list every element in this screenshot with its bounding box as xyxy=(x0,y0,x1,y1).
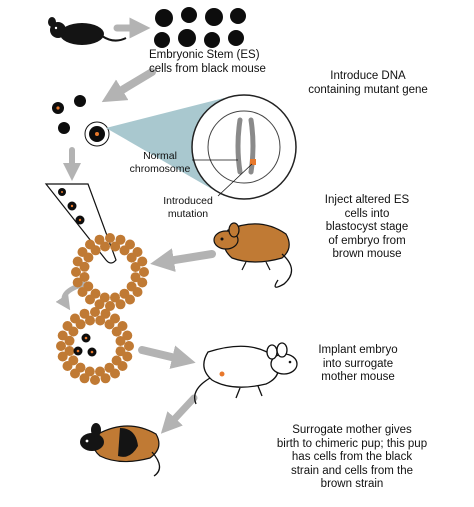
blastocyst-cell xyxy=(130,262,141,272)
blastocyst-cell xyxy=(83,252,94,263)
flow-arrows xyxy=(55,17,216,434)
blastocyst-cell xyxy=(79,308,90,319)
blastocyst-cell xyxy=(56,341,66,351)
blastocyst-cell xyxy=(71,267,81,277)
surrogate-eye xyxy=(288,360,292,364)
implanted-embryo-dot xyxy=(219,371,225,377)
blastocyst-cell xyxy=(90,307,100,317)
es-cells-cluster xyxy=(154,7,246,48)
blastocyst-cell xyxy=(75,362,86,373)
implanted-blastocyst-ring xyxy=(56,307,134,385)
blastocyst-cell xyxy=(83,281,94,292)
black-mouse-top xyxy=(48,17,127,45)
blastocyst-cell xyxy=(139,267,149,277)
blastocyst-cell xyxy=(84,366,95,377)
blastocyst-cell xyxy=(137,256,148,267)
blastocyst-cell xyxy=(122,330,133,341)
blastocyst-cell xyxy=(72,277,83,288)
blastocyst-cell xyxy=(99,292,110,303)
blastocyst-cell xyxy=(79,272,90,282)
blastocyst-cell xyxy=(90,288,101,299)
blastocyst-cell xyxy=(110,241,121,252)
blastocyst-cell xyxy=(79,261,90,272)
blastocyst-cell xyxy=(68,326,79,337)
callout-wedge xyxy=(106,98,224,196)
blastocyst-cell xyxy=(64,346,75,356)
blastocyst-cell xyxy=(95,366,105,377)
blastocyst-cell xyxy=(90,245,101,256)
blastocyst-cell xyxy=(110,292,120,303)
es-cells-label: Embryonic Stem (ES)cells from black mous… xyxy=(149,49,266,75)
blastocyst-cell xyxy=(105,233,115,243)
blastocyst-cell xyxy=(85,315,95,326)
blastocyst-cell xyxy=(75,319,86,330)
blastocyst-cell xyxy=(122,351,133,362)
brown-mouse xyxy=(213,222,293,288)
blastocyst-cell xyxy=(100,241,110,252)
blastocyst-cell xyxy=(130,272,141,283)
blastocyst-cell xyxy=(124,341,134,351)
blastocyst-cell xyxy=(68,355,79,366)
blastocyst-cell xyxy=(105,301,115,311)
surrogate-mouse xyxy=(193,342,298,405)
blastocyst-cell xyxy=(95,315,106,326)
blastocyst-cell xyxy=(94,234,105,245)
introduced-mutation-leader xyxy=(217,163,253,197)
blastocyst-cell xyxy=(57,351,68,362)
blastocyst-cell xyxy=(115,234,126,245)
blastocyst-cell xyxy=(126,281,137,292)
blastocyst-cell xyxy=(137,277,148,288)
blastocyst-cell xyxy=(111,326,122,337)
blastocyst-cell xyxy=(104,362,115,373)
blastocyst-cell xyxy=(100,373,111,384)
chimeric-pup xyxy=(80,423,161,477)
altered-es-cells xyxy=(52,95,110,147)
blastocyst-cell xyxy=(115,299,126,310)
blastocyst-cell xyxy=(115,336,126,346)
blastocyst-cell xyxy=(57,330,68,341)
blastocyst-cell xyxy=(100,308,111,319)
blastocyst-cell xyxy=(72,256,83,267)
blastocyst-ring xyxy=(71,233,149,311)
blastocyst-cell xyxy=(119,288,130,299)
blastocyst-cell xyxy=(94,299,105,310)
blastocyst-cell xyxy=(119,245,130,256)
blastocyst-cell xyxy=(104,319,115,330)
chromosome-callout xyxy=(191,94,297,200)
blastocyst-cell xyxy=(64,335,75,346)
blastocyst-es-cells xyxy=(73,333,97,357)
blastocyst-cell xyxy=(115,346,126,357)
blastocyst-cell xyxy=(126,252,137,263)
blastocyst-cell xyxy=(79,373,90,384)
blastocyst-cell xyxy=(111,355,122,366)
blastocyst-cell xyxy=(90,375,100,385)
